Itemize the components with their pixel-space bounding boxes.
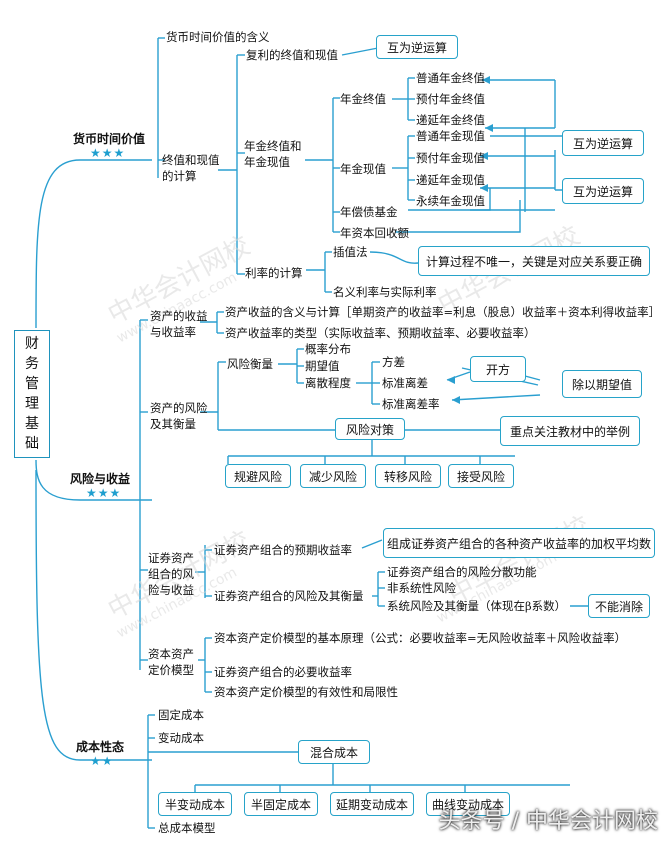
note-inverse-3: 互为逆运算 (562, 178, 644, 204)
star-rating: ★★ (90, 754, 114, 768)
mixed-item: 延期变动成本 (330, 792, 414, 816)
node-annuity: 年金终值和年金现值 (244, 139, 302, 169)
node-annuity-pv: 年金现值 (340, 162, 386, 176)
capm-item: 证券资产组合的必要收益率 (214, 665, 352, 679)
section-title-time-value: 货币时间价值 (73, 132, 146, 146)
node-compound: 复利的终值和现值 (246, 48, 338, 62)
root-char: 基 (25, 416, 39, 432)
dispersion-item: 标准离差 (382, 376, 428, 390)
node-portfolio: 证券资产组合的风险与收益 (148, 551, 194, 597)
note-interp: 计算过程不唯一，关键是对应关系要正确 (418, 246, 650, 276)
node-total-cost: 总成本模型 (158, 821, 216, 835)
mixed-item: 半固定成本 (244, 792, 318, 816)
node-annuity-fv: 年金终值 (340, 92, 386, 106)
node-capm: 资本资产定价模型 (148, 647, 194, 677)
note-pf-return: 组成证券资产组合的各种资产收益率的加权平均数 (383, 528, 655, 558)
footer-watermark: 头条号 / 中华会计网校 (438, 809, 658, 834)
node-measure: 风险衡量 (227, 357, 273, 371)
node-interp: 插值法 (333, 245, 368, 259)
response-item: 接受风险 (448, 464, 514, 488)
root-char: 础 (25, 436, 39, 452)
node-recovery: 年资本回收额 (340, 226, 409, 240)
fv-item: 普通年金终值 (416, 71, 485, 85)
root-char: 理 (25, 396, 39, 412)
fv-item: 递延年金终值 (416, 113, 485, 127)
root-char: 务 (25, 356, 39, 372)
note-sqrt: 开方 (470, 356, 526, 382)
mixed-item: 曲线变动成本 (426, 792, 510, 816)
node-fixed-cost: 固定成本 (158, 708, 204, 722)
note-inverse-2: 互为逆运算 (562, 130, 644, 156)
measure-item: 概率分布 (305, 342, 351, 356)
node-meaning: 货币时间价值的含义 (166, 30, 270, 44)
node-sinking: 年偿债基金 (340, 205, 398, 219)
response-item: 减少风险 (300, 464, 366, 488)
node-variable-cost: 变动成本 (158, 731, 204, 745)
pv-item: 递延年金现值 (416, 173, 485, 187)
measure-item: 离散程度 (305, 376, 351, 390)
note-divide: 除以期望值 (562, 370, 642, 398)
mixed-item: 半变动成本 (158, 792, 232, 816)
section-title-cost: 成本性态 (76, 740, 125, 754)
node-nominal: 名义利率与实际利率 (333, 285, 437, 299)
fv-item: 预付年金终值 (416, 92, 485, 106)
note-cannot: 不能消除 (588, 594, 650, 618)
star-rating: ★★★ (86, 486, 122, 500)
note-inverse-1: 互为逆运算 (376, 35, 458, 59)
pv-item: 预付年金现值 (416, 151, 485, 165)
node-pf-return: 证券资产组合的预期收益率 (214, 543, 352, 557)
pv-item: 永续年金现值 (416, 194, 485, 208)
root-char: 管 (25, 376, 39, 392)
node-asset-return: 资产的收益与收益率 (150, 309, 208, 339)
node-mixed-cost: 混合成本 (298, 740, 370, 764)
root-node: 财 务 管 理 基 础 (14, 330, 50, 458)
pv-item: 普通年金现值 (416, 129, 485, 143)
measure-item: 期望值 (305, 359, 340, 373)
capm-item: 资本资产定价模型的基本原理（公式：必要收益率=无风险收益率＋风险收益率） (214, 631, 627, 645)
pf-risk-item: 非系统性风险 (387, 581, 456, 595)
ret-item: 资产收益率的类型（实际收益率、预期收益率、必要收益率） (225, 326, 536, 340)
pf-risk-item: 证券资产组合的风险分散功能 (387, 565, 537, 579)
note-response: 重点关注教材中的举例 (500, 416, 640, 446)
response-item: 转移风险 (375, 464, 441, 488)
node-pf-risk: 证券资产组合的风险及其衡量 (214, 589, 364, 603)
dispersion-item: 标准离差率 (382, 397, 440, 411)
ret-item: 资产收益的含义与计算［单期资产的收益率=利息（股息）收益率＋资本利得收益率］ (225, 305, 661, 319)
response-item: 规避风险 (225, 464, 291, 488)
star-rating: ★★★ (90, 146, 126, 160)
pf-risk-item: 系统风险及其衡量（体现在β系数） (387, 599, 567, 613)
section-title-risk-return: 风险与收益 (70, 472, 131, 486)
node-response: 风险对策 (335, 418, 405, 440)
node-calc: 终值和现值的计算 (162, 153, 220, 183)
node-asset-risk: 资产的风险及其衡量 (150, 401, 208, 431)
capm-item: 资本资产定价模型的有效性和局限性 (214, 685, 398, 699)
dispersion-item: 方差 (382, 355, 405, 369)
root-char: 财 (25, 336, 39, 352)
node-rate: 利率的计算 (245, 266, 303, 280)
